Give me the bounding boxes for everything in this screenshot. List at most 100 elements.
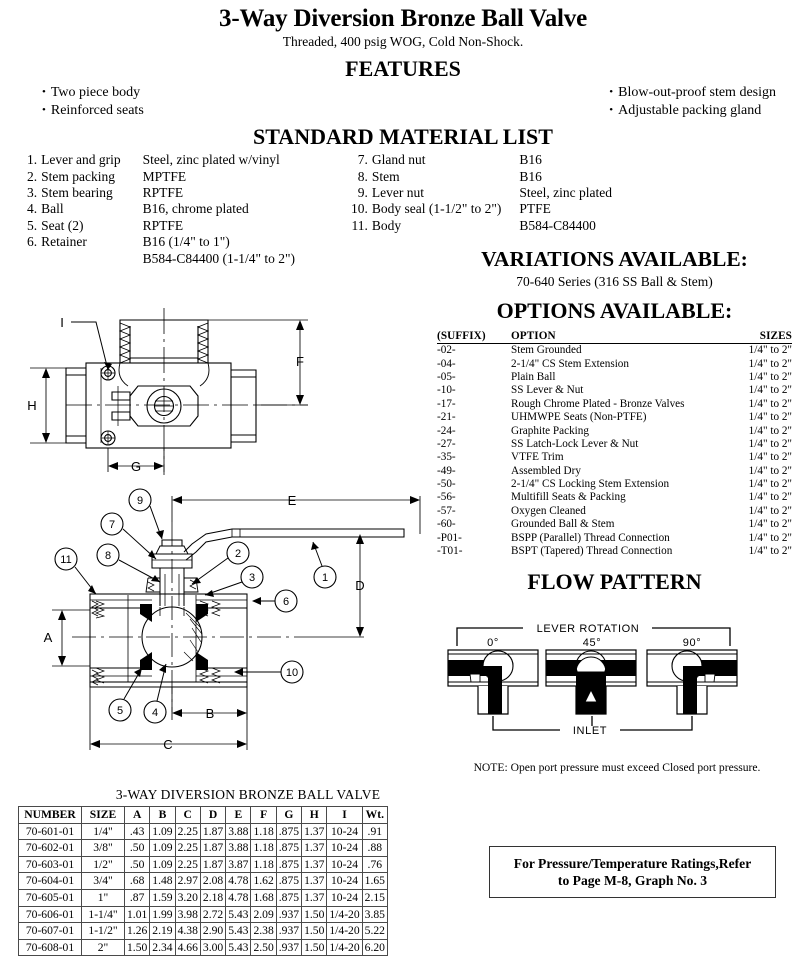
table-row: 70-601-01 1/4" .43 1.09 2.25 1.87 3.88 1… [18, 822, 388, 841]
option-label: Plain Ball [511, 371, 556, 384]
flow-diagram-45deg [545, 649, 637, 715]
cell-h: 1.37 [301, 822, 328, 841]
cell-b: 1.09 [149, 822, 176, 841]
part-name: Body seal (1-1/2" to 2") [371, 201, 502, 217]
part-name: Stem bearing [41, 185, 113, 201]
flow-pattern-svg: LEVER ROTATION 0° 45° 90° [447, 623, 738, 736]
part-name: Lever and grip [41, 152, 121, 168]
cell-g: .937 [275, 905, 303, 924]
dimension-label-I: I [60, 315, 64, 330]
angle-label-45: 45° [583, 637, 601, 649]
material-values-right: B16 B16 Steel, zinc plated PTFE B584-C84… [519, 152, 612, 267]
item-number: 11. [351, 217, 368, 233]
cell-b: 1.59 [149, 888, 176, 907]
cell-i: 10-24 [326, 888, 363, 907]
cell-g: .875 [275, 822, 303, 841]
table-row: 70-605-01 1" .87 1.59 3.20 2.18 4.78 1.6… [18, 888, 388, 907]
table-row: -21-UHMWPE Seats (Non-PTFE)1/4" to 2" [437, 411, 792, 424]
cell-c: 2.97 [174, 872, 201, 890]
cell-h: 1.37 [301, 855, 328, 874]
item-number: 10. [350, 201, 368, 217]
cell-g: .875 [275, 855, 303, 874]
option-sizes: 1/4" to 2" [748, 504, 792, 517]
dimension-label-A: A [44, 630, 53, 645]
balloon-3: 3 [249, 572, 255, 584]
cell-number: 70-604-01 [18, 872, 82, 890]
cell-i: 1/4-20 [326, 905, 363, 924]
cell-i: 10-24 [326, 855, 363, 874]
material-value: RPTFE [142, 217, 184, 233]
cell-number: 70-605-01 [18, 888, 82, 907]
cell-d: 2.08 [199, 872, 227, 890]
dimension-label-C: C [163, 737, 172, 752]
option-label: 2-1/4" CS Locking Stem Extension [511, 478, 670, 491]
cell-b: 2.19 [149, 922, 176, 940]
cell-f: 1.68 [250, 888, 277, 907]
cell-wt: 1.65 [361, 872, 388, 890]
column-header-a: A [123, 806, 151, 824]
cell-a: .68 [123, 872, 151, 890]
part-name: Lever nut [371, 185, 424, 201]
balloon-2: 2 [235, 548, 241, 560]
option-suffix: -27- [437, 437, 456, 450]
cell-d: 3.00 [199, 938, 227, 957]
balloon-5: 5 [117, 705, 123, 717]
cell-d: 1.87 [199, 839, 227, 857]
cell-h: 1.50 [301, 938, 328, 957]
cell-i: 1/4-20 [326, 922, 363, 940]
cell-i: 10-24 [326, 872, 363, 890]
variations-text: 70-640 Series (316 SS Ball & Stem) [516, 273, 713, 289]
column-header-size: SIZE [81, 806, 125, 824]
column-header-option: OPTION [511, 329, 736, 344]
part-name: Retainer [41, 234, 87, 250]
cell-c: 2.25 [174, 855, 201, 874]
material-value: B16, chrome plated [142, 201, 249, 217]
cell-e: 3.88 [225, 822, 252, 841]
option-sizes: 1/4" to 2" [748, 478, 792, 491]
material-numbers-left: 1. 2. 3. 4. 5. 6. [27, 152, 37, 267]
part-name [41, 251, 120, 267]
cell-size: 3/4" [81, 872, 125, 890]
table-header-row: (SUFFIX) OPTION SIZES [437, 329, 792, 344]
cell-d: 2.72 [199, 905, 227, 924]
item-number: 6. [27, 234, 38, 250]
option-suffix: -60- [437, 518, 456, 531]
material-list-left: 1. 2. 3. 4. 5. 6. Lever and grip Stem pa… [27, 152, 295, 267]
material-list-heading: STANDARD MATERIAL LIST [253, 124, 553, 150]
option-label: Graphite Packing [511, 424, 589, 437]
cell-a: 1.26 [123, 922, 151, 940]
option-suffix: -17- [437, 397, 456, 410]
dim-table-title: 3-WAY DIVERSION BRONZE BALL VALVE [115, 787, 381, 802]
column-header-h: H [301, 806, 328, 824]
cell-a: .50 [123, 839, 151, 857]
cell-number: 70-606-01 [18, 905, 82, 924]
cell-c: 4.66 [174, 938, 201, 957]
option-sizes: 1/4" to 2" [748, 518, 792, 531]
cell-wt: 3.85 [361, 905, 388, 924]
cell-c: 3.98 [174, 905, 201, 924]
cell-c: 4.38 [174, 922, 201, 940]
cell-c: 3.20 [174, 888, 201, 907]
column-header-sizes: SIZES [735, 329, 792, 344]
option-label: Oxygen Cleaned [511, 504, 586, 517]
angle-label-0: 0° [487, 637, 499, 649]
cell-b: 1.99 [149, 905, 176, 924]
option-label: Assembled Dry [511, 464, 581, 477]
column-header-g: G [275, 806, 303, 824]
option-label: UHMWPE Seats (Non-PTFE) [511, 411, 647, 424]
option-label: SS Latch-Lock Lever & Nut [511, 437, 639, 450]
item-number: 7. [357, 152, 368, 168]
option-suffix: -56- [437, 491, 456, 504]
cell-size: 2" [81, 938, 125, 957]
list-item: Reinforced seats [42, 102, 144, 120]
cell-h: 1.50 [301, 905, 328, 924]
material-values-left: Steel, zinc plated w/vinyl MPTFE RPTFE B… [143, 152, 295, 267]
table-row: 70-606-01 1-1/4" 1.01 1.99 3.98 2.72 5.4… [18, 905, 388, 924]
cell-wt: 2.15 [361, 888, 388, 907]
